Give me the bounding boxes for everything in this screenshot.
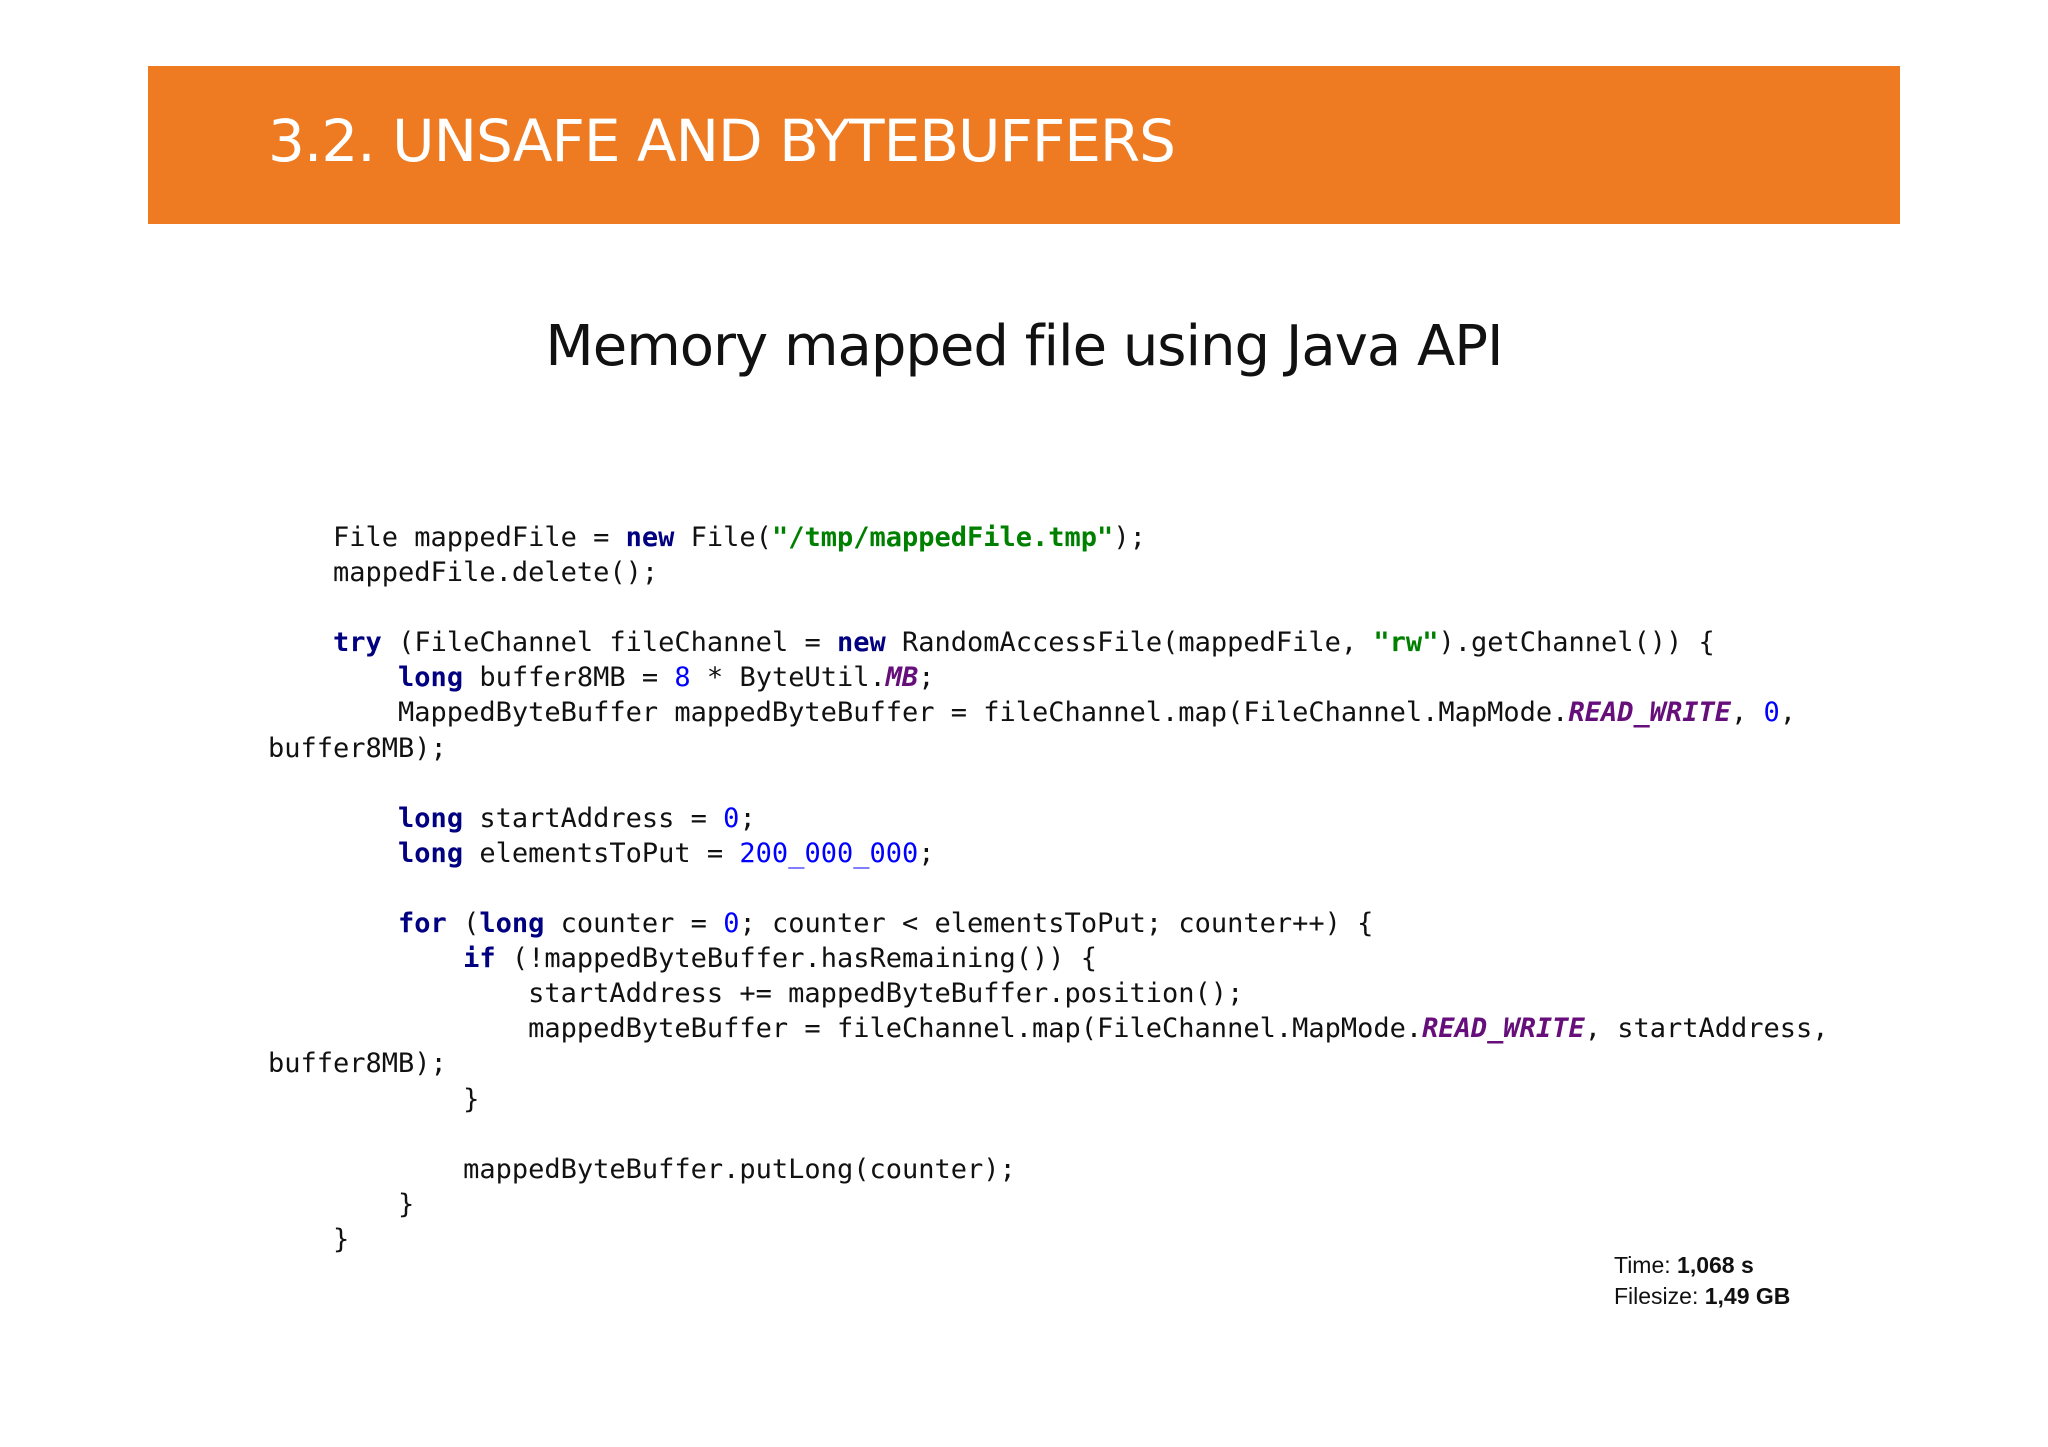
code-line: mappedByteBuffer.putLong(counter);	[268, 1152, 1829, 1187]
code-line: long elementsToPut = 200_000_000;	[268, 836, 1829, 871]
code-token: READ_WRITE	[1422, 1013, 1585, 1045]
code-line: File mappedFile = new File("/tmp/mappedF…	[268, 520, 1829, 555]
code-line: long startAddress = 0;	[268, 801, 1829, 836]
code-token: }	[268, 1223, 350, 1255]
code-token: ;	[918, 837, 935, 869]
filesize-value: 1,49 GB	[1704, 1283, 1791, 1309]
code-line	[268, 590, 1829, 625]
code-line: if (!mappedByteBuffer.hasRemaining()) {	[268, 941, 1829, 976]
code-token: File(	[674, 522, 772, 553]
filesize-stat: Filesize: 1,49 GB	[1614, 1281, 1790, 1312]
code-line: }	[268, 1222, 1829, 1257]
filesize-label: Filesize:	[1614, 1283, 1699, 1309]
code-token	[268, 627, 333, 658]
code-token: 0	[723, 908, 740, 940]
code-line	[268, 871, 1829, 906]
code-token: ).getChannel()) {	[1438, 627, 1715, 659]
code-token: ;	[739, 802, 756, 834]
code-line: long buffer8MB = 8 * ByteUtil.MB;	[268, 660, 1829, 695]
code-token: mappedFile.delete();	[268, 557, 659, 589]
code-token: startAddress =	[463, 802, 724, 834]
code-token: 200_000_000	[739, 837, 919, 869]
code-token: buffer8MB =	[463, 662, 675, 694]
code-token: elementsToPut =	[463, 837, 740, 869]
code-token: * ByteUtil.	[690, 662, 886, 694]
time-stat: Time: 1,068 s	[1614, 1250, 1790, 1281]
code-token: READ_WRITE	[1568, 697, 1731, 729]
code-token: (FileChannel fileChannel =	[381, 627, 837, 659]
code-token: long	[398, 837, 464, 869]
code-token: }	[268, 1188, 415, 1220]
code-block: File mappedFile = new File("/tmp/mappedF…	[268, 520, 1829, 1257]
code-token: (!mappedByteBuffer.hasRemaining()) {	[495, 943, 1098, 975]
code-line: startAddress += mappedByteBuffer.positio…	[268, 976, 1829, 1011]
code-token: (	[446, 908, 480, 940]
code-token: MappedByteBuffer mappedByteBuffer = file…	[268, 697, 1569, 729]
code-line: }	[268, 1082, 1829, 1117]
code-token: 0	[723, 802, 740, 834]
benchmark-stats: Time: 1,068 s Filesize: 1,49 GB	[1614, 1250, 1790, 1312]
code-token: ,	[1779, 697, 1797, 729]
slide-subtitle: Memory mapped file using Java API	[545, 314, 1503, 379]
code-line	[268, 1117, 1829, 1152]
code-line: mappedByteBuffer = fileChannel.map(FileC…	[268, 1011, 1829, 1046]
code-token	[268, 803, 398, 834]
code-token: , startAddress,	[1584, 1013, 1829, 1045]
code-token: );	[1113, 522, 1146, 553]
code-line: }	[268, 1187, 1829, 1222]
code-token: "/tmp/mappedFile.tmp"	[771, 522, 1114, 553]
code-token: MB	[885, 662, 919, 694]
code-token: ; counter < elementsToPut; counter++) {	[739, 908, 1374, 940]
code-line: buffer8MB);	[268, 731, 1829, 766]
time-value: 1,068 s	[1677, 1252, 1754, 1278]
code-token: long	[479, 908, 545, 940]
code-token: }	[268, 1083, 480, 1115]
code-token: ;	[918, 662, 935, 694]
code-token: buffer8MB);	[268, 1048, 447, 1080]
code-token: new	[625, 522, 675, 553]
code-token: mappedByteBuffer.putLong(counter);	[268, 1153, 1016, 1185]
code-token: buffer8MB);	[268, 732, 447, 764]
code-token: startAddress += mappedByteBuffer.positio…	[268, 978, 1244, 1010]
code-token	[268, 943, 463, 974]
code-token: new	[836, 627, 886, 659]
code-token: counter =	[544, 908, 724, 940]
time-label: Time:	[1614, 1252, 1671, 1278]
code-token: "rw"	[1373, 627, 1439, 659]
code-token: long	[398, 662, 464, 694]
code-line	[268, 766, 1829, 801]
code-token: try	[333, 627, 382, 659]
code-token: mappedByteBuffer = fileChannel.map(FileC…	[268, 1013, 1423, 1045]
code-token: ,	[1731, 697, 1764, 729]
code-token: long	[398, 802, 464, 834]
code-token: 8	[674, 662, 691, 694]
code-line: buffer8MB);	[268, 1046, 1829, 1081]
code-line: for (long counter = 0; counter < element…	[268, 906, 1829, 941]
code-token: File mappedFile =	[268, 522, 626, 553]
code-token: for	[398, 908, 447, 940]
code-line: mappedFile.delete();	[268, 555, 1829, 590]
header-bar: 3.2. UNSAFE AND BYTEBUFFERS	[148, 66, 1900, 224]
code-token: RandomAccessFile(mappedFile,	[885, 627, 1374, 659]
code-line: MappedByteBuffer mappedByteBuffer = file…	[268, 695, 1829, 730]
code-token	[268, 662, 398, 693]
code-token: if	[463, 943, 496, 975]
code-token: 0	[1763, 697, 1780, 729]
code-token	[268, 838, 398, 869]
code-token	[268, 908, 398, 939]
slide-title: 3.2. UNSAFE AND BYTEBUFFERS	[268, 107, 1176, 175]
code-line: try (FileChannel fileChannel = new Rando…	[268, 625, 1829, 660]
